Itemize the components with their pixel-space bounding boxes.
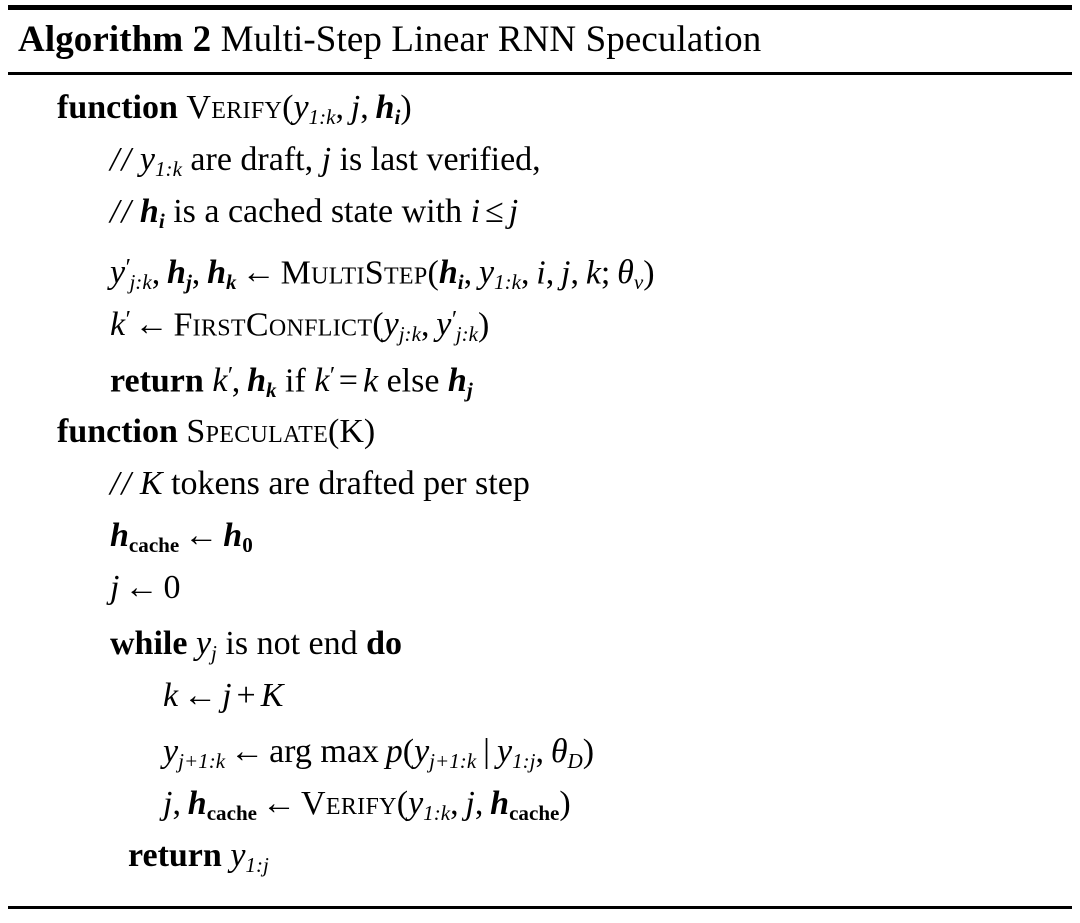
conditional-bar: | [483, 733, 490, 770]
comment-marker-icon: // [110, 465, 133, 502]
algorithm-title: Algorithm 2 Multi-Step Linear RNN Specul… [18, 13, 761, 67]
assign-arrow: ← [230, 733, 265, 770]
algorithm-title-rule [8, 72, 1072, 75]
comment-text-speculate: tokens are drafted per step [171, 465, 530, 502]
keyword-while: while [110, 625, 188, 662]
procedure-call-multistep: MultiStep [280, 254, 428, 292]
procedure-name-verify: Verify [186, 89, 283, 126]
line-speculate-j-init: j←0 [110, 569, 181, 606]
procedure-call-firstconflict: FirstConflict [173, 306, 373, 344]
line-speculate-argmax: yj+1:k←arg max p(yj+1:k|y1:j, θD) [163, 733, 595, 773]
procedure-call-verify: Verify [301, 785, 397, 822]
procedure-name-speculate: Speculate [186, 413, 329, 450]
line-verify-firstconflict: k′←FirstConflict(yj:k, y′j:k) [110, 306, 490, 347]
line-speculate-hcache-init: hcache←h0 [110, 517, 253, 557]
equals-symbol: = [338, 362, 358, 400]
line-speculate-verify-call: j, hcache←Verify(y1:k, j, hcache) [163, 785, 571, 825]
line-verify-multistep: y′j:k, hj, hk←MultiStep(hi, y1:k, i, j, … [110, 254, 655, 295]
line-speculate-signature: function Speculate(K) [57, 413, 376, 450]
keyword-else: else [386, 362, 440, 400]
while-condition-text: is not end [225, 625, 358, 662]
theta-d-symbol: θD [550, 733, 583, 773]
plus-symbol: + [236, 677, 256, 714]
comment-text-1b: is last verified, [339, 141, 541, 178]
keyword-if: if [285, 362, 306, 400]
keyword-function: function [57, 89, 178, 126]
keyword-return: return [110, 362, 204, 400]
speculate-arg-k: K [339, 413, 364, 450]
keyword-function: function [57, 413, 178, 450]
value-zero: 0 [163, 569, 181, 606]
comment-marker-icon: // [110, 193, 133, 230]
algorithm-bottom-rule [8, 906, 1072, 909]
assign-arrow: ← [124, 569, 159, 606]
line-verify-return: return k′, hk if k′=k else hj [110, 362, 473, 403]
line-verify-signature: function Verify(y1:k, j, hi) [57, 89, 412, 129]
keyword-return: return [128, 837, 222, 874]
theta-v-symbol: θv [617, 254, 644, 295]
line-speculate-k-assign: k←j+K [163, 677, 284, 714]
leq-symbol: ≤ [485, 193, 504, 230]
comment-text-1: are draft, [190, 141, 314, 178]
comment-text-2: is a cached state with [173, 193, 463, 230]
algorithm-number-label: Algorithm 2 [18, 19, 212, 60]
algorithm-top-rule [8, 5, 1072, 10]
algorithm-title-text: Multi-Step Linear RNN Speculation [220, 19, 762, 60]
keyword-do: do [366, 625, 403, 662]
argmax-operator: arg max [269, 733, 379, 770]
comment-marker-icon: // [110, 141, 133, 178]
line-verify-comment-1: //y1:k are draft, j is last verified, [110, 141, 541, 181]
assign-arrow: ← [184, 517, 219, 554]
line-speculate-while: while yj is not end do [110, 625, 403, 665]
line-verify-comment-2: //hi is a cached state with i≤j [110, 193, 519, 233]
subscript-cache: cache [128, 532, 180, 557]
assign-arrow: ← [241, 254, 276, 292]
assign-arrow: ← [262, 785, 297, 822]
line-speculate-return: return y1:j [128, 837, 269, 877]
assign-arrow: ← [183, 677, 218, 714]
algorithm-body: function Verify(y1:k, j, hi) //y1:k are … [0, 82, 1080, 882]
assign-arrow: ← [134, 306, 169, 344]
line-speculate-comment: //K tokens are drafted per step [110, 465, 530, 502]
